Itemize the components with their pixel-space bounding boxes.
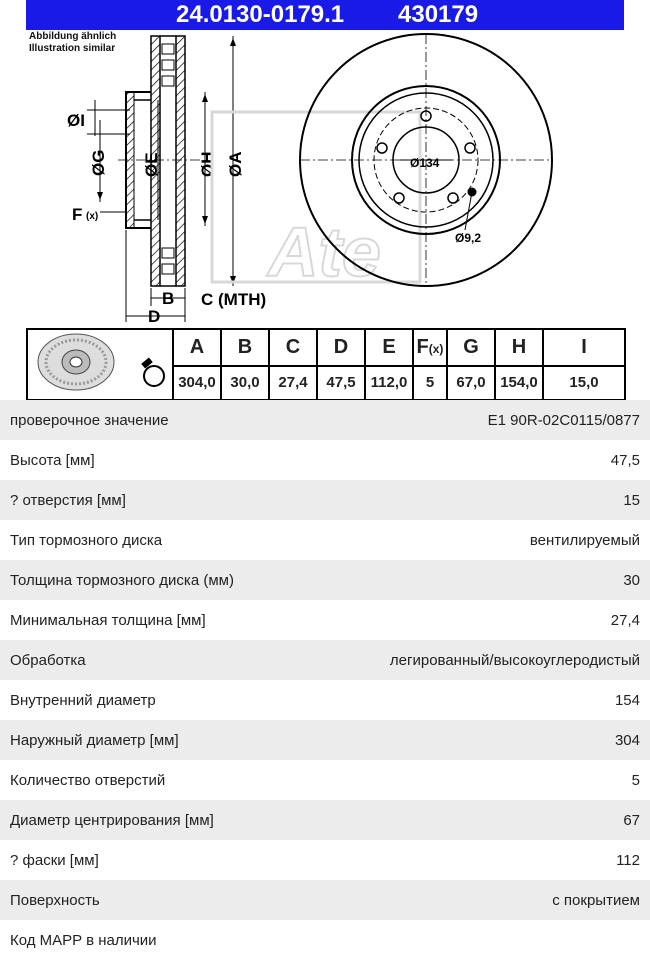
- label-e: ØE: [142, 152, 161, 177]
- spec-value: 67: [623, 811, 640, 829]
- spec-label: ? фаски [мм]: [10, 851, 99, 869]
- val-i: 15,0: [542, 364, 626, 401]
- val-e: 112,0: [364, 364, 414, 401]
- technical-drawing: ØI ØG ØE ØH ØA F (x) B C (MTH) D Ate Ø13…: [67, 33, 553, 326]
- spec-row: Наружный диаметр [мм] 304: [0, 720, 650, 760]
- disc-front-view: [299, 33, 553, 287]
- spec-value: 47,5: [610, 451, 640, 469]
- disc-thumbnail: [26, 328, 174, 401]
- spec-label: Внутренний диаметр: [10, 691, 156, 709]
- spec-row: Тип тормозного диска вентилируемый: [0, 520, 650, 560]
- label-c: C (MTH): [201, 290, 266, 309]
- col-d: D: [316, 328, 366, 367]
- val-a: 304,0: [172, 364, 222, 401]
- spec-row: Количество отверстий 5: [0, 760, 650, 800]
- spec-label: Высота [мм]: [10, 451, 95, 469]
- spec-label: Тип тормозного диска: [10, 531, 163, 549]
- spec-row: Обработка легированный/высокоуглеродистый: [0, 640, 650, 680]
- label-d: D: [148, 307, 160, 326]
- spec-label: Минимальная толщина [мм]: [10, 611, 206, 629]
- col-f: F(x): [412, 328, 448, 367]
- dimensions-table: A B C D E F(x) G H I 304,0 30,0 27,4 47,…: [26, 328, 626, 401]
- spec-row: Диаметр центрирования [мм] 67: [0, 800, 650, 840]
- spec-value: 304: [614, 731, 640, 749]
- label-i: ØI: [67, 111, 85, 130]
- spec-value: 27,4: [610, 611, 640, 629]
- ate-watermark: Ate: [210, 110, 422, 292]
- spec-label: проверочное значение: [10, 411, 169, 429]
- spec-value: 154: [614, 691, 640, 709]
- label-pcd: Ø134: [410, 156, 440, 170]
- spec-row: Код MAPP в наличии: [0, 920, 650, 960]
- val-g: 67,0: [446, 364, 496, 401]
- spec-value: вентилируемый: [529, 531, 640, 549]
- label-b: B: [162, 289, 174, 308]
- spec-row: Поверхность с покрытием: [0, 880, 650, 920]
- brake-disc-icon: [37, 333, 165, 391]
- spec-value: 15: [623, 491, 640, 509]
- product-header: 24.0130-0179.1 430179: [26, 0, 624, 30]
- spec-label: Обработка: [10, 651, 86, 669]
- spec-value: 112: [616, 851, 640, 869]
- spec-row: Высота [мм] 47,5: [0, 440, 650, 480]
- spec-value: E1 90R-02C0115/0877: [487, 411, 640, 429]
- disc-section-view: ØI ØG ØE ØH ØA F (x) B C (MTH) D: [67, 35, 266, 326]
- col-g: G: [446, 328, 496, 367]
- spec-row: Толщина тормозного диска (мм) 30: [0, 560, 650, 600]
- col-f-letter: F: [416, 335, 429, 358]
- spec-label: Диаметр центрирования [мм]: [10, 811, 214, 829]
- spec-value: 30: [623, 571, 640, 589]
- spec-row: ? отверстия [мм] 15: [0, 480, 650, 520]
- col-f-suffix: (x): [428, 341, 444, 356]
- label-a: ØA: [226, 152, 245, 178]
- spec-label: Наружный диаметр [мм]: [10, 731, 179, 749]
- ate-logo-icon: Ate: [266, 213, 381, 291]
- label-g: ØG: [89, 150, 108, 176]
- val-c: 27,4: [268, 364, 318, 401]
- col-a: A: [172, 328, 222, 367]
- label-h: ØH: [198, 152, 217, 178]
- val-h: 154,0: [494, 364, 544, 401]
- col-h: H: [494, 328, 544, 367]
- spec-row: Внутренний диаметр 154: [0, 680, 650, 720]
- spec-label: Код MAPP в наличии: [10, 931, 157, 949]
- val-b: 30,0: [220, 364, 270, 401]
- val-d: 47,5: [316, 364, 366, 401]
- spec-row: проверочное значение E1 90R-02C0115/0877: [0, 400, 650, 440]
- illustration-note: Abbildung ähnlich Illustration similar: [29, 31, 116, 55]
- label-f-suffix: (x): [86, 211, 98, 222]
- spec-label: ? отверстия [мм]: [10, 491, 126, 509]
- spec-label: Толщина тормозного диска (мм): [10, 571, 234, 589]
- note-line-en: Illustration similar: [29, 43, 116, 54]
- col-b: B: [220, 328, 270, 367]
- spec-label: Поверхность: [10, 891, 100, 909]
- col-i: I: [542, 328, 626, 367]
- part-number: 24.0130-0179.1: [176, 1, 345, 28]
- spec-label: Количество отверстий: [10, 771, 166, 789]
- spec-value: с покрытием: [552, 891, 640, 909]
- spec-value: 5: [631, 771, 640, 789]
- note-line-de: Abbildung ähnlich: [29, 31, 117, 42]
- label-f: F: [72, 205, 82, 224]
- val-f: 5: [412, 364, 448, 401]
- spec-row: Минимальная толщина [мм] 27,4: [0, 600, 650, 640]
- col-c: C: [268, 328, 318, 367]
- spec-row: ? фаски [мм] 112: [0, 840, 650, 880]
- col-e: E: [364, 328, 414, 367]
- label-hole: Ø9,2: [455, 231, 481, 245]
- product-code: 430179: [398, 1, 479, 28]
- spec-value: легированный/высокоуглеродистый: [389, 651, 640, 669]
